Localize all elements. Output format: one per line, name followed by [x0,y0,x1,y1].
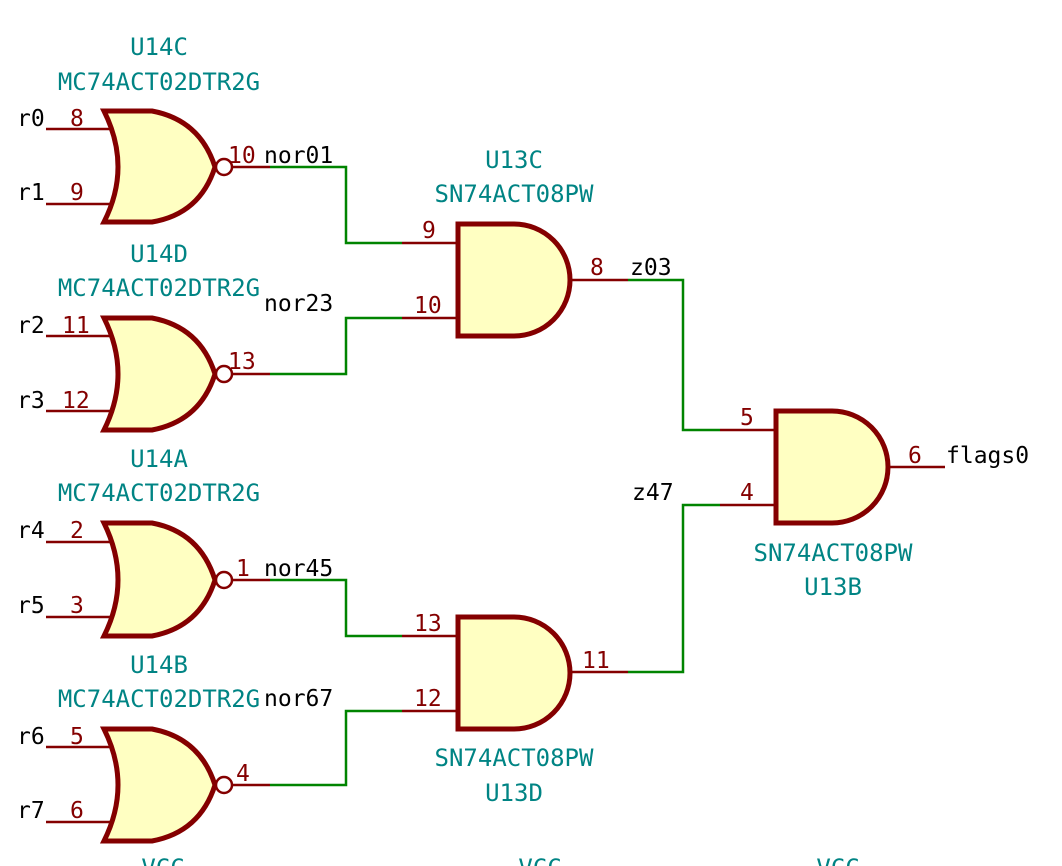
pin-number: 12 [62,388,90,414]
net-label: nor45 [264,556,333,582]
power-label-vcc: VCC [141,854,184,866]
wire-nor67[interactable] [270,709,402,787]
and-gate-u13c[interactable]: U13C SN74ACT08PW 9 10 8 z03 [402,146,672,339]
nor-gate-u14d[interactable]: U14D MC74ACT02DTR2G r2 11 r3 12 13 nor23 [17,240,333,433]
net-label: r0 [17,106,45,132]
net-label: z47 [632,480,674,506]
pin-number: 10 [414,293,442,319]
net-label: r7 [17,798,45,824]
pin-number: 9 [70,180,84,206]
reference-designator: U14C [130,33,188,61]
wires [270,165,720,787]
pin-number: 4 [740,480,754,506]
reference-designator: U14B [130,651,188,679]
and-gate-body [455,221,573,339]
reference-designator: U14A [130,445,188,473]
part-value: MC74ACT02DTR2G [58,68,260,96]
power-label-vcc: VCC [816,854,859,866]
nor-gate-u14a[interactable]: U14A MC74ACT02DTR2G r4 2 r5 3 1 nor45 [17,445,333,639]
pin-number: 10 [228,143,256,169]
wire-nor01[interactable] [270,165,402,245]
reference-designator: U13B [804,573,862,601]
wire-z03[interactable] [628,278,720,432]
and-gate-u13b[interactable]: 5 4 6 flags0 SN74ACT08PW U13B [720,405,1029,601]
net-label: r4 [17,518,45,544]
net-label: nor23 [264,291,333,317]
net-label: z03 [630,255,672,281]
net-label: r5 [17,593,45,619]
part-value: SN74ACT08PW [435,180,594,208]
wire-z47[interactable] [628,503,720,674]
pin-number: 8 [70,106,84,132]
pin-number: 11 [62,313,90,339]
part-value: SN74ACT08PW [435,744,594,772]
part-value: MC74ACT02DTR2G [58,685,260,713]
pin-number: 1 [236,556,250,582]
pin-number: 11 [582,648,610,674]
part-value: MC74ACT02DTR2G [58,479,260,507]
nor-gate-body [99,108,218,225]
reference-designator: U13D [485,779,543,807]
nor-gate-body [99,520,218,639]
pin-number: 9 [422,218,436,244]
nor-gate-u14b[interactable]: U14B MC74ACT02DTR2G r6 5 r7 6 4 nor67 [17,651,333,844]
and-gate-u13d[interactable]: 13 12 11 z47 SN74ACT08PW U13D [402,480,674,807]
part-value: MC74ACT02DTR2G [58,274,260,302]
pin-number: 3 [70,593,84,619]
part-value: SN74ACT08PW [754,539,913,567]
and-gate-body [773,408,891,526]
net-label: r6 [17,724,45,750]
pin-number: 4 [236,761,250,787]
wire-nor23[interactable] [270,316,402,376]
pin-number: 12 [414,686,442,712]
pin-number: 5 [740,405,754,431]
net-label: r2 [17,313,45,339]
reference-designator: U14D [130,240,188,268]
nor-gate-body [99,315,218,433]
pin-number: 13 [414,611,442,637]
wire-nor45[interactable] [270,578,402,638]
inverter-bubble-icon [214,570,234,590]
net-label: r1 [17,180,45,206]
pin-number: 2 [70,518,84,544]
reference-designator: U13C [485,146,543,174]
net-label: nor01 [264,143,333,169]
net-label: flags0 [946,443,1029,469]
pin-number: 5 [70,724,84,750]
pin-number: 13 [228,349,256,375]
nor-gate-body [99,726,218,844]
net-label: nor67 [264,686,333,712]
pin-number: 8 [590,255,604,281]
pin-number: 6 [70,798,84,824]
power-label-vcc: VCC [518,854,561,866]
net-label: r3 [17,388,45,414]
nor-gate-u14c[interactable]: U14C MC74ACT02DTR2G r0 8 r1 9 10 nor01 [17,33,333,225]
and-gate-body [455,614,573,732]
pin-number: 6 [908,443,922,469]
power-labels: VCC VCC VCC [141,854,859,866]
inverter-bubble-icon [214,775,234,795]
